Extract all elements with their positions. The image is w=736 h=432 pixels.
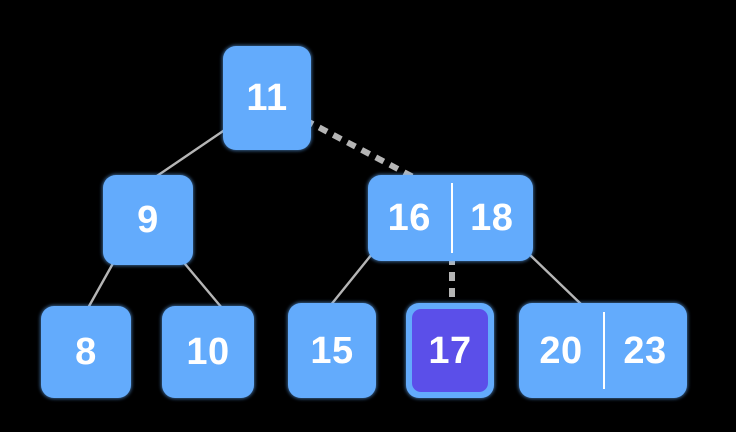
node-key-label: 9 [137, 199, 159, 241]
node-highlight-overlay [412, 309, 488, 392]
node-key-cell[interactable]: 8 [41, 306, 131, 398]
node-key-cell[interactable]: 17 [406, 303, 494, 398]
tree-node-root[interactable]: 11 [223, 46, 311, 150]
node-key-label: 15 [310, 329, 354, 372]
node-key-cell[interactable]: 9 [103, 175, 193, 265]
node-key-label: 8 [75, 331, 97, 373]
tree-node-leaf-17[interactable]: 17 [406, 303, 494, 398]
tree-node-leaf-8[interactable]: 8 [41, 306, 131, 398]
node-key-label: 10 [186, 331, 230, 373]
node-key-cell[interactable]: 10 [162, 306, 254, 398]
node-key-cell[interactable]: 16 [368, 175, 451, 261]
node-key-label: 17 [428, 329, 472, 372]
node-key-label: 20 [539, 329, 583, 372]
node-key-cell[interactable]: 23 [603, 303, 687, 398]
tree-node-leaf-15[interactable]: 15 [288, 303, 376, 398]
node-key-label: 16 [387, 197, 431, 239]
node-key-cell[interactable]: 11 [223, 46, 311, 150]
node-key-cell[interactable]: 15 [288, 303, 376, 398]
node-key-label: 18 [470, 197, 514, 239]
tree-node-internal-left[interactable]: 9 [103, 175, 193, 265]
node-key-cell[interactable]: 18 [450, 175, 534, 261]
node-key-label: 11 [246, 77, 288, 119]
node-key-label: 23 [623, 329, 667, 372]
tree-node-leaf-10[interactable]: 10 [162, 306, 254, 398]
node-key-cell[interactable]: 20 [519, 303, 603, 398]
